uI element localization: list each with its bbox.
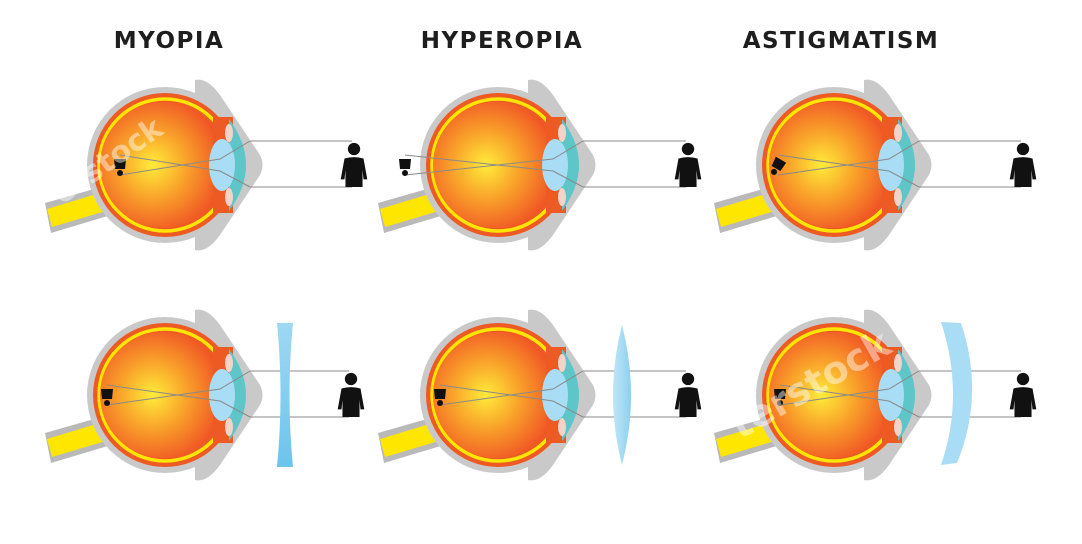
retinal-image-icon bbox=[399, 159, 411, 176]
object-person-icon bbox=[674, 372, 702, 417]
iris-top bbox=[558, 354, 566, 372]
panels-layer bbox=[45, 79, 1037, 481]
crystalline-lens bbox=[209, 369, 235, 421]
object-person-icon bbox=[1009, 372, 1037, 417]
eye-panel-myopia-corrected bbox=[45, 309, 365, 481]
vitreous-body bbox=[769, 332, 895, 458]
diagram-title-astigmatism: ASTIGMATISM bbox=[742, 28, 940, 54]
optic-nerve bbox=[716, 422, 778, 457]
vitreous-body bbox=[769, 102, 895, 228]
iris-bottom bbox=[225, 188, 233, 206]
crystalline-lens bbox=[878, 139, 904, 191]
retinal-image-icon bbox=[434, 389, 446, 406]
object-person-icon bbox=[337, 372, 365, 417]
optic-nerve bbox=[380, 422, 442, 457]
optic-nerve bbox=[380, 192, 442, 227]
retinal-image-icon bbox=[771, 156, 787, 175]
light-rays bbox=[779, 370, 1021, 418]
object-person-icon bbox=[340, 142, 368, 187]
object-person-icon bbox=[674, 142, 702, 187]
retinal-image-icon bbox=[774, 389, 786, 406]
optic-nerve bbox=[716, 192, 778, 227]
cornea bbox=[229, 349, 246, 441]
light-rays bbox=[404, 140, 686, 188]
optic-nerve bbox=[47, 192, 109, 227]
vitreous-body bbox=[100, 332, 226, 458]
iris-bottom bbox=[894, 418, 902, 436]
iris-top bbox=[225, 354, 233, 372]
vitreous-body bbox=[100, 102, 226, 228]
iris-top bbox=[894, 124, 902, 142]
light-rays bbox=[439, 370, 686, 418]
crystalline-lens bbox=[878, 369, 904, 421]
cornea bbox=[898, 349, 915, 441]
concave-lens bbox=[277, 323, 293, 467]
iris-top bbox=[558, 124, 566, 142]
diagram-title-hyperopia: HYPEROPIA bbox=[420, 28, 584, 54]
iris-top bbox=[225, 124, 233, 142]
optic-nerve bbox=[47, 422, 109, 457]
retinal-image-icon bbox=[114, 159, 126, 176]
eye-panel-astigmatism-uncorrected bbox=[714, 79, 1037, 251]
convex-lens bbox=[613, 325, 631, 465]
diagram-title-myopia: MYOPIA bbox=[113, 28, 225, 54]
crystalline-lens bbox=[542, 369, 568, 421]
light-rays bbox=[119, 140, 352, 188]
cylindrical-lens bbox=[941, 322, 973, 465]
iris-bottom bbox=[225, 418, 233, 436]
eye-panel-hyperopia-corrected bbox=[378, 309, 702, 481]
crystalline-lens bbox=[542, 139, 568, 191]
light-rays bbox=[777, 140, 1021, 188]
iris-bottom bbox=[558, 418, 566, 436]
cornea bbox=[562, 119, 579, 211]
eye-panel-myopia-uncorrected bbox=[45, 79, 368, 251]
iris-bottom bbox=[894, 188, 902, 206]
cornea bbox=[898, 119, 915, 211]
retinal-image-icon bbox=[101, 389, 113, 406]
cornea bbox=[229, 119, 246, 211]
eye-panel-hyperopia-uncorrected bbox=[378, 79, 702, 251]
iris-bottom bbox=[558, 188, 566, 206]
iris-top bbox=[894, 354, 902, 372]
vitreous-body bbox=[433, 332, 559, 458]
light-rays bbox=[106, 370, 349, 418]
eye-panel-astigmatism-corrected bbox=[714, 309, 1037, 481]
cornea bbox=[562, 349, 579, 441]
object-person-icon bbox=[1009, 142, 1037, 187]
crystalline-lens bbox=[209, 139, 235, 191]
